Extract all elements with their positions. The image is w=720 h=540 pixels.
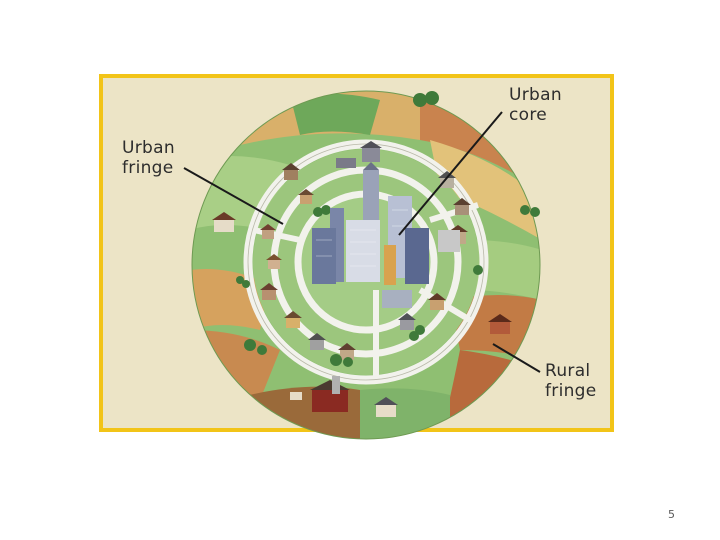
leader-lines: [183, 111, 541, 373]
rural-fringe-leader: [492, 343, 541, 373]
rural-fringe-label: Rural fringe: [545, 361, 597, 401]
page-number: 5: [668, 508, 675, 521]
radial-roads: [253, 202, 479, 378]
urban-fringe-label: Urban fringe: [122, 138, 175, 178]
outer-boundary: [191, 90, 541, 440]
farm-buildings: [212, 212, 512, 417]
urban-fringe-leader: [183, 167, 284, 225]
urban-core-buildings: [312, 162, 460, 308]
suburban-houses: [260, 141, 471, 360]
urban-core-leader: [398, 111, 503, 236]
urban-core-label: Urban core: [509, 85, 562, 125]
